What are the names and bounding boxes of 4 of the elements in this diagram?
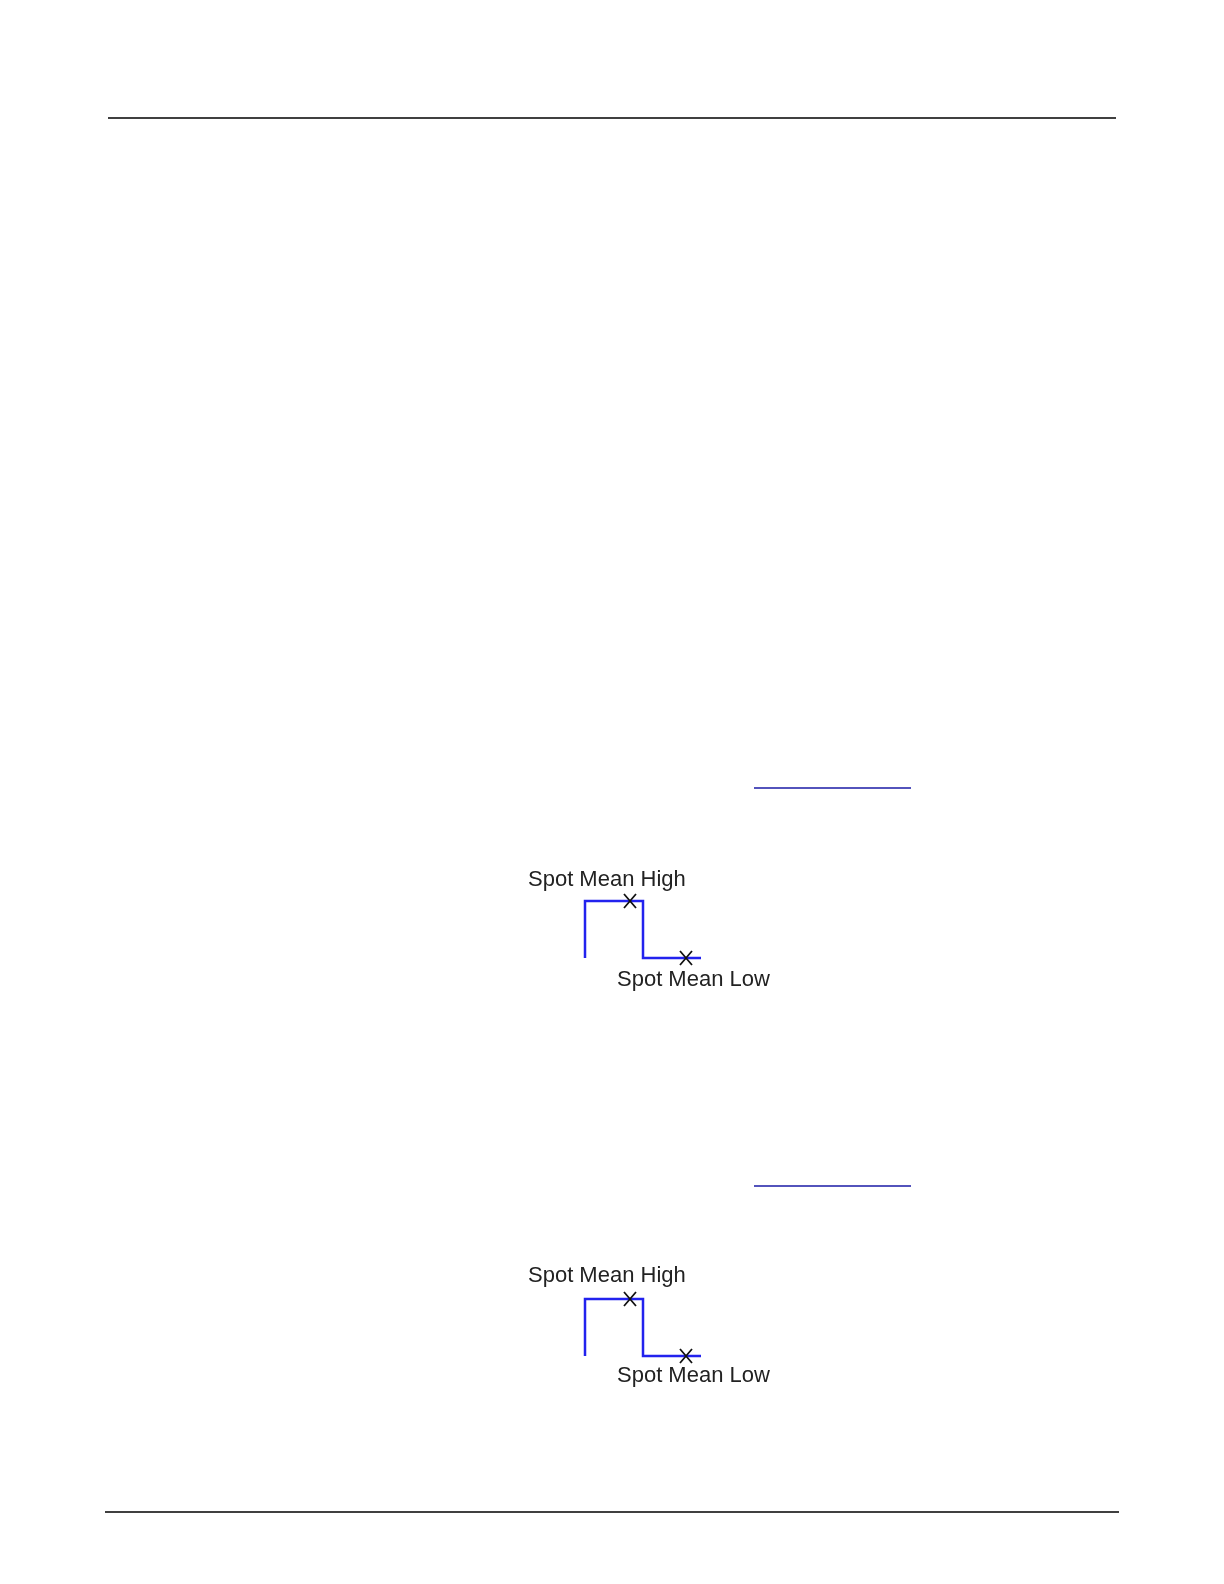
signal-label: Spot Mean High <box>528 1264 686 1286</box>
signal-label: Spot Mean High <box>528 868 686 890</box>
signal-label: Spot Mean Low <box>617 1364 770 1386</box>
signal-label: Spot Mean Low <box>617 968 770 990</box>
